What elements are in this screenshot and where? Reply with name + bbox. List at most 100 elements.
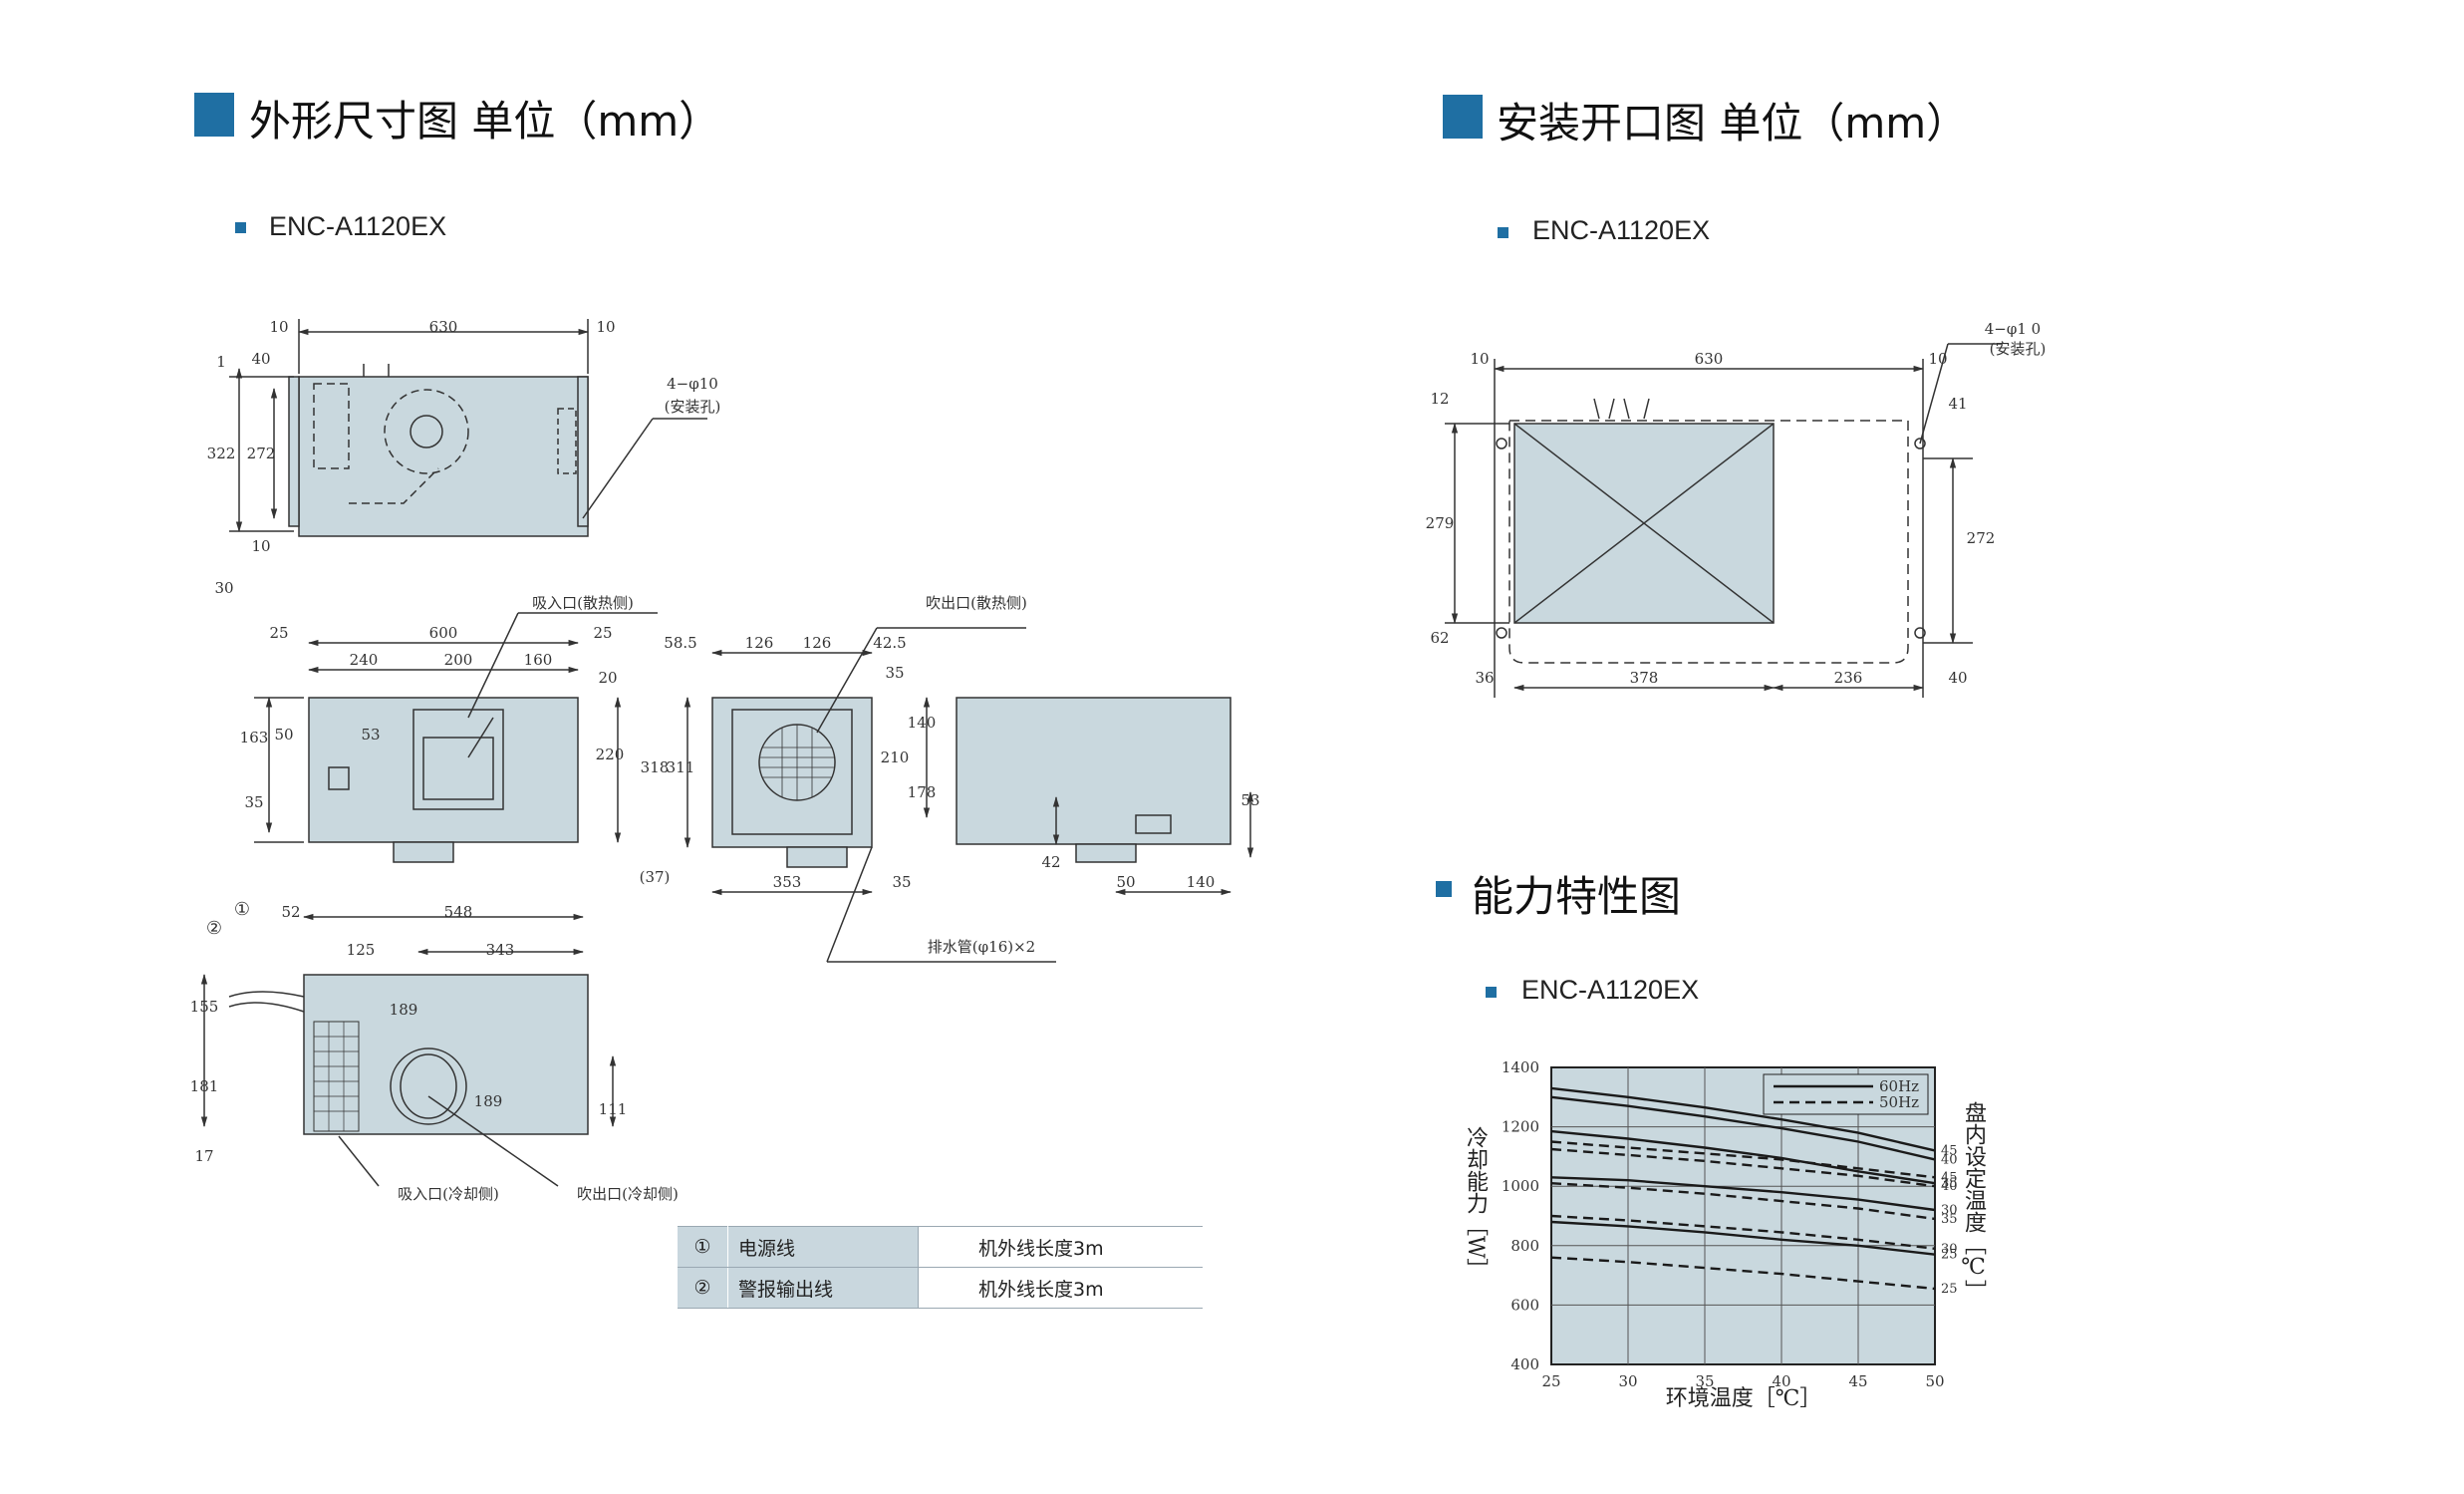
dim-bottom-111: 111 bbox=[599, 1100, 628, 1118]
dim-cut-36: 36 bbox=[1475, 669, 1494, 687]
dim-top-630: 630 bbox=[429, 318, 458, 336]
table-row: ① 电源线 机外线长度3m bbox=[678, 1226, 1203, 1268]
series-end-label: 45 bbox=[1941, 1143, 1958, 1158]
cable-name: 警报输出线 bbox=[727, 1267, 919, 1309]
cutout-model: ENC-A1120EX bbox=[1532, 215, 1711, 245]
dim-top-10c: 10 bbox=[251, 537, 270, 555]
dim-side-353: 353 bbox=[773, 873, 802, 891]
x-tick-label: 45 bbox=[1848, 1372, 1867, 1390]
x-tick-label: 30 bbox=[1618, 1372, 1637, 1390]
panel-outline bbox=[1508, 420, 1909, 664]
dim-side-140: 140 bbox=[908, 714, 937, 732]
dim-top-322: 322 bbox=[207, 445, 236, 462]
dim-side-42-5: 42.5 bbox=[873, 634, 906, 652]
dim-bottom-52: 52 bbox=[281, 903, 300, 921]
dim-bottom-17: 17 bbox=[194, 1147, 213, 1165]
series-end-label: 25 bbox=[1941, 1282, 1958, 1297]
dim-bottom-343: 343 bbox=[486, 941, 515, 959]
series-end-label: 35 bbox=[1941, 1212, 1958, 1227]
series-line-50Hz-35 bbox=[1550, 1182, 1936, 1221]
dim-top-hole-note: (安装孔) bbox=[665, 398, 721, 416]
model-bullet-cutout bbox=[1498, 227, 1508, 238]
series-end-label: 30 bbox=[1941, 1203, 1958, 1218]
x-tick-label: 25 bbox=[1541, 1372, 1560, 1390]
dim-front-163: 163 bbox=[240, 729, 269, 747]
series-end-label: 35 bbox=[1941, 1176, 1958, 1191]
dimensions-model: ENC-A1120EX bbox=[269, 211, 447, 241]
series-line-60Hz-45 bbox=[1550, 1086, 1936, 1152]
table-row: ② 警报输出线 机外线长度3m bbox=[678, 1267, 1203, 1309]
dim-front-200: 200 bbox=[444, 651, 473, 669]
series-line-50Hz-45 bbox=[1550, 1140, 1936, 1179]
back-view-body bbox=[956, 697, 1232, 845]
dim-cut-236: 236 bbox=[1834, 669, 1863, 687]
dimension-drawings: 10 630 10 1 40 322 272 10 30 4−φ10 (安装孔)… bbox=[190, 318, 1260, 1203]
legend-50hz: 50Hz bbox=[1879, 1093, 1919, 1111]
section-marker-cutout bbox=[1443, 95, 1483, 139]
bottom-intake-label: 吸入口(冷却侧) bbox=[398, 1185, 499, 1203]
dim-side-210: 210 bbox=[881, 748, 910, 766]
dim-front-600: 600 bbox=[429, 624, 458, 642]
series-end-label: 25 bbox=[1941, 1248, 1958, 1263]
dim-top-30: 30 bbox=[214, 579, 233, 597]
series-line-60Hz-35 bbox=[1550, 1129, 1936, 1185]
dim-top-40: 40 bbox=[251, 350, 270, 368]
dim-front-25a: 25 bbox=[269, 624, 288, 642]
dim-back-53: 53 bbox=[1240, 791, 1259, 809]
y-tick-label: 800 bbox=[1510, 1237, 1539, 1255]
dim-back-50: 50 bbox=[1116, 873, 1135, 891]
dim-back-42: 42 bbox=[1041, 853, 1060, 871]
cutout-title: 安装开口图 单位（mm） bbox=[1497, 99, 1969, 148]
dim-cut-41: 41 bbox=[1948, 395, 1967, 413]
dim-top-10a: 10 bbox=[269, 318, 288, 336]
drain-label: 排水管(φ16)×2 bbox=[928, 938, 1035, 956]
legend-60hz: 60Hz bbox=[1879, 1077, 1919, 1095]
right-axis-label: 盘内设定温度［℃］ bbox=[1961, 1101, 1986, 1302]
dim-bottom-189a: 189 bbox=[390, 1001, 418, 1019]
dim-front-35: 35 bbox=[244, 793, 263, 811]
top-view-body bbox=[298, 376, 589, 537]
side-outlet-label: 吹出口(散热侧) bbox=[926, 594, 1027, 612]
cable-length: 机外线长度3m bbox=[918, 1267, 1203, 1309]
cable-number: ① bbox=[678, 1226, 728, 1268]
dim-bottom-181: 181 bbox=[190, 1077, 219, 1095]
series-end-label: 40 bbox=[1941, 1179, 1958, 1194]
cable-number: ② bbox=[678, 1267, 728, 1309]
series-line-60Hz-25 bbox=[1550, 1220, 1936, 1256]
series-end-label: 40 bbox=[1941, 1152, 1958, 1167]
dim-side-126b: 126 bbox=[803, 634, 832, 652]
model-bullet-capacity bbox=[1486, 987, 1497, 998]
dim-bottom-189b: 189 bbox=[474, 1092, 503, 1110]
dim-front-50: 50 bbox=[274, 726, 293, 744]
dim-bottom-548: 548 bbox=[444, 903, 473, 921]
series-end-label: 30 bbox=[1941, 1242, 1958, 1257]
dim-cut-12: 12 bbox=[1430, 390, 1449, 408]
dim-front-53: 53 bbox=[361, 726, 380, 744]
dim-front-25b: 25 bbox=[593, 624, 612, 642]
chart-legend: 60Hz 50Hz bbox=[1763, 1073, 1929, 1115]
cable-length: 机外线长度3m bbox=[918, 1226, 1203, 1268]
dim-top-1: 1 bbox=[216, 353, 226, 371]
dim-front-160: 160 bbox=[524, 651, 553, 669]
dim-cut-630: 630 bbox=[1695, 350, 1724, 368]
dim-front-240: 240 bbox=[350, 651, 379, 669]
y-tick-label: 400 bbox=[1510, 1355, 1539, 1373]
dim-cut-10b: 10 bbox=[1928, 350, 1947, 368]
dim-cut-279: 279 bbox=[1426, 514, 1455, 532]
dim-front-220: 220 bbox=[596, 746, 625, 763]
dim-bottom-155: 155 bbox=[190, 998, 219, 1016]
dim-cut-378: 378 bbox=[1630, 669, 1659, 687]
dim-side-35b: 35 bbox=[892, 873, 911, 891]
dim-side-126a: 126 bbox=[745, 634, 774, 652]
section-marker-capacity bbox=[1436, 881, 1452, 897]
x-tick-label: 40 bbox=[1772, 1372, 1790, 1390]
capacity-title: 能力特性图 bbox=[1472, 872, 1682, 921]
dim-side-311: 311 bbox=[667, 758, 695, 776]
cutout-drawing: 10 630 10 4−φ1 0 (安装孔) 12 41 279 272 62 … bbox=[1426, 320, 2046, 698]
section-marker-dimensions bbox=[194, 93, 234, 137]
dim-side-35a: 35 bbox=[885, 664, 904, 682]
dim-back-140: 140 bbox=[1187, 873, 1216, 891]
y-tick-label: 600 bbox=[1510, 1296, 1539, 1314]
y-tick-label: 1400 bbox=[1502, 1058, 1539, 1076]
